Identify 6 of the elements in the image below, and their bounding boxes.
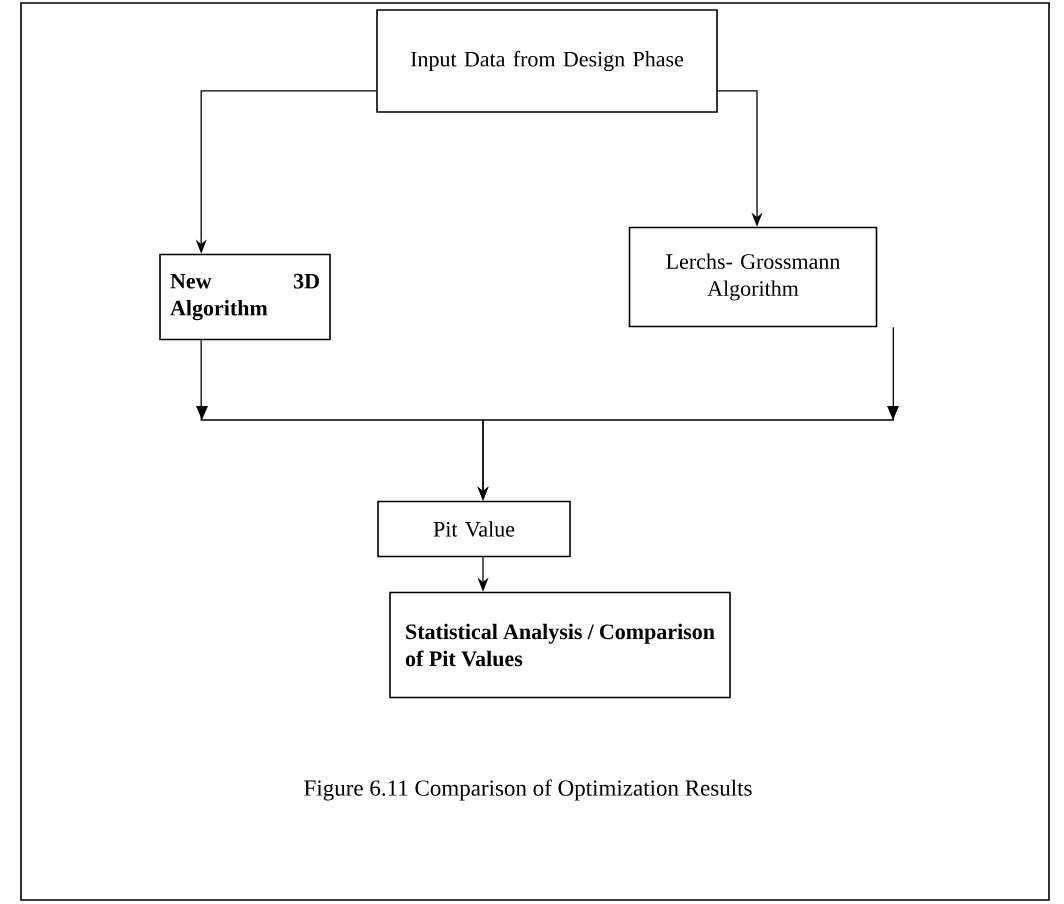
process-box: New 3D Algorithm [159,253,331,341]
process-box: Input Data from Design Phase [376,9,718,113]
process-box: Pit Value [377,500,571,558]
caption: Figure 6.11 Comparison of Optimization Results [304,779,752,801]
process-box: Lerchs- Grossmann Algorithm [628,226,878,328]
process-box: Statistical Analysis / Comparison of Pit Values [389,591,731,699]
